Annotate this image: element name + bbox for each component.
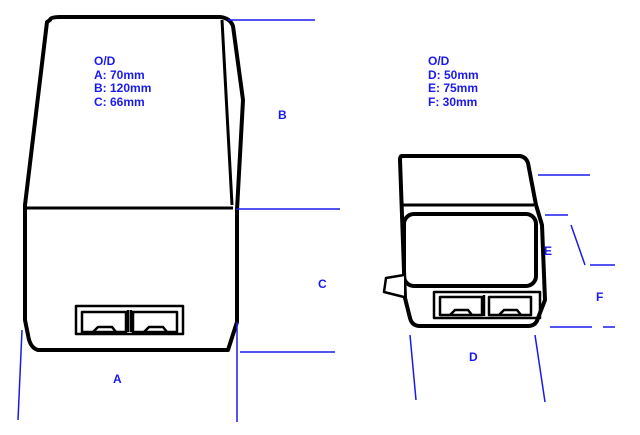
spec-c: C: 66mm (94, 94, 145, 109)
spec-b: B: 120mm (94, 81, 152, 95)
small-unit-specs: O/D D: 50mm E: 75mm F: 30mm (428, 54, 479, 109)
label-c: C (318, 277, 327, 291)
large-unit-outline (23, 15, 245, 352)
label-a: A (113, 372, 122, 386)
spec-d: D: 50mm (428, 67, 479, 82)
small-unit (382, 154, 547, 328)
cable-icon (382, 273, 405, 299)
specs-heading: O/D (428, 54, 450, 68)
spec-f: F: 30mm (428, 94, 478, 109)
large-unit-edge (25, 19, 234, 210)
label-d: D (469, 350, 478, 364)
spec-e: E: 75mm (428, 81, 479, 95)
spec-a: A: 70mm (94, 67, 145, 82)
specs-heading: O/D (94, 54, 116, 68)
large-unit-specs: O/D A: 70mm B: 120mm C: 66mm (94, 54, 152, 109)
label-b: B (278, 108, 287, 122)
label-e: E (544, 244, 553, 258)
small-unit-outline (398, 154, 547, 328)
small-unit-ports (432, 290, 542, 320)
label-f: F (596, 290, 604, 304)
small-unit-front-panel (402, 212, 538, 288)
large-unit-ports (74, 304, 185, 336)
large-unit (23, 15, 245, 352)
dimension-lines (17, 19, 615, 422)
